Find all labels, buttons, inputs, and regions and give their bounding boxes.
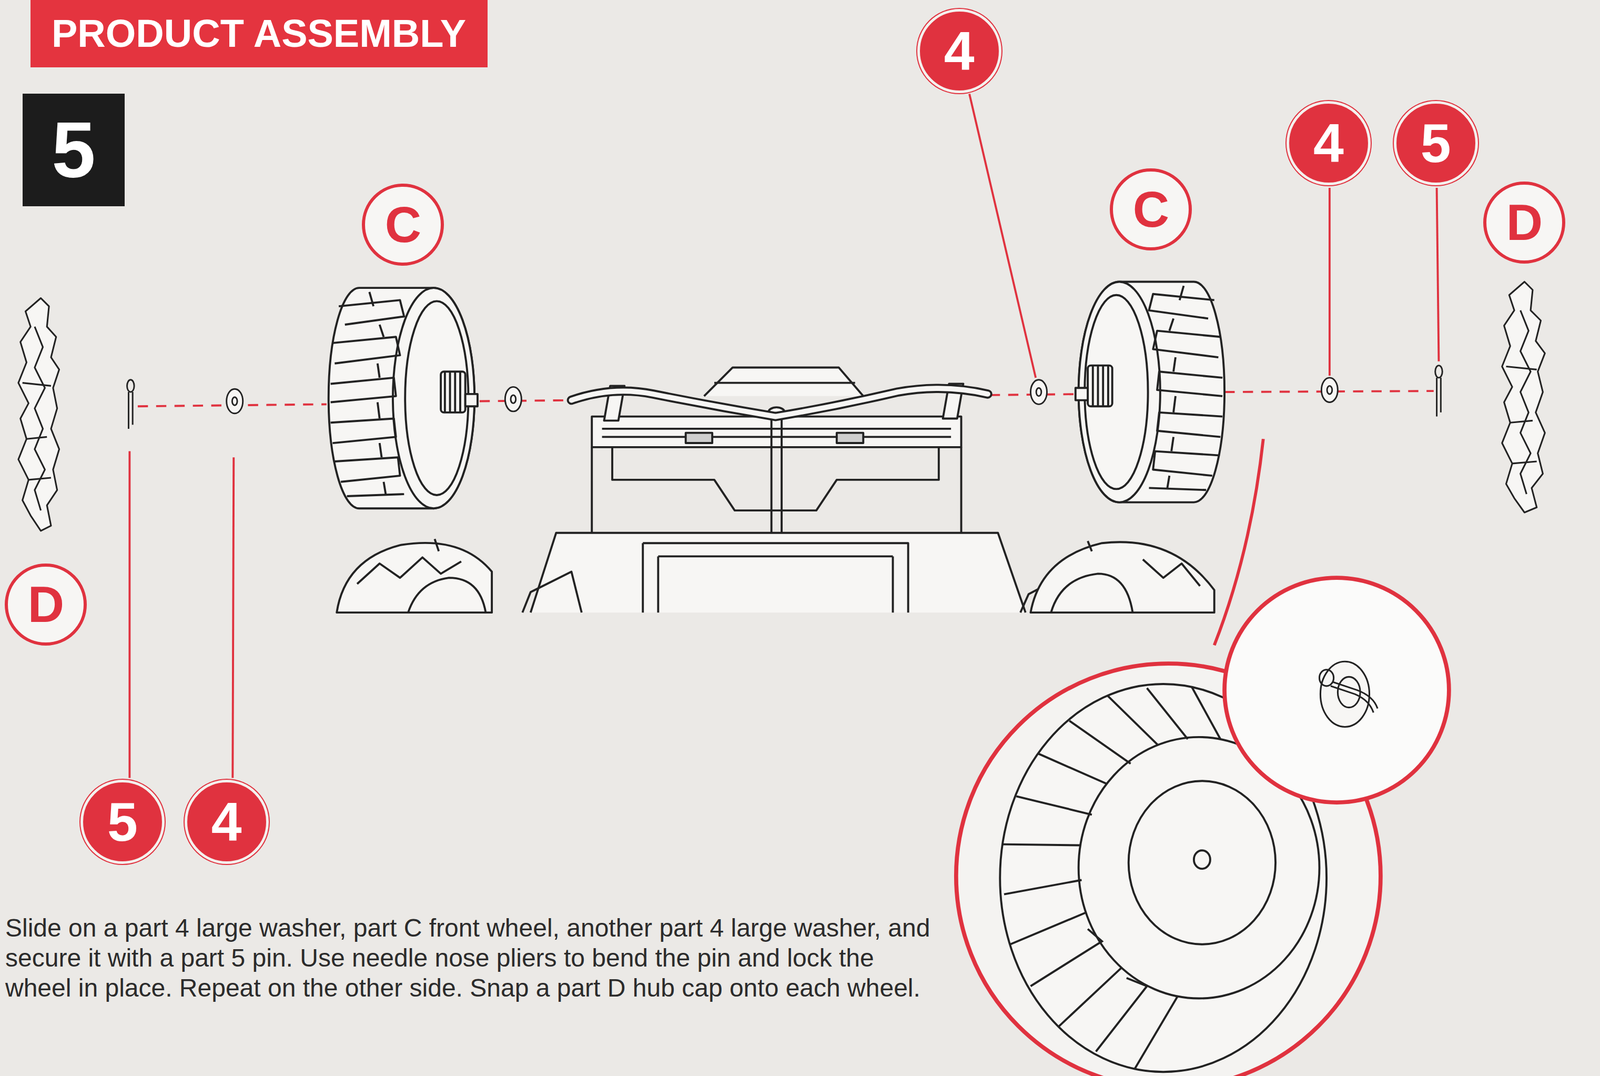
large-washer [1327,385,1333,394]
instruction-text: Slide on a part 4 large washer, part C f… [5,912,931,1003]
front-wheel [392,287,475,509]
zoom-circle-small [1224,577,1450,803]
callout-number: 5 [1393,100,1478,186]
part-letter-callout: D [1483,181,1566,264]
car-frame [591,447,961,533]
hub-cap [18,298,60,531]
car-frame [642,542,908,613]
cotter-pin [128,391,133,429]
rear-wheel [336,538,1214,613]
hub-cap [22,382,52,480]
leader-line [969,94,1036,378]
callout-number: 4 [917,8,1002,94]
part-letter-callout: D [4,563,87,646]
rear-wheel [336,542,492,613]
hub-cap [1502,281,1545,513]
cotter-pin [1436,377,1442,417]
steering-bar [571,388,988,417]
axle-guide-line [479,400,577,402]
large-washer [1036,387,1042,397]
car-frame [522,367,1082,613]
section-title: PRODUCT ASSEMBLY [51,14,467,54]
large-washer [1030,379,1047,405]
callout-text: C [1132,184,1170,235]
front-wheel [440,371,466,413]
cotter-pin [127,379,135,392]
cotter-pin [1435,365,1443,378]
callout-text: 5 [1420,115,1452,171]
pin-detail [1319,669,1334,686]
front-wheel [465,393,478,407]
car-frame [522,571,1082,613]
car-frame [685,432,713,443]
leader-line [1328,187,1331,376]
large-washer [504,386,522,412]
step-number: 5 [51,110,96,190]
pin-detail [1320,661,1370,727]
wheel-detail [1193,849,1211,869]
hub-cap [18,298,60,531]
steering-bar [571,388,988,417]
pin-detail [1319,661,1378,727]
car-frame [602,428,951,438]
part-letter-callout: C [361,183,444,266]
pin-detail [1330,681,1378,713]
front-wheel [1075,281,1225,503]
rear-wheel [1050,540,1200,613]
hub-cap [1502,281,1545,513]
rear-wheel [357,538,486,613]
callout-text: D [27,579,65,630]
hub-cap [1506,366,1537,464]
cotter-pin [127,365,1443,429]
leader-line [128,451,131,778]
large-washer [1321,377,1338,403]
callout-number: 4 [184,779,269,864]
car-frame [771,408,782,533]
callout-text: 5 [107,794,138,849]
car-frame [530,532,1026,613]
large-washer [231,397,238,406]
front-wheel [330,299,405,496]
callout-text: C [385,199,422,250]
callout-text: 4 [1313,115,1344,171]
front-wheel [328,287,478,509]
callout-text: 4 [211,794,242,849]
title-band: PRODUCT ASSEMBLY [30,0,488,68]
callout-text: 4 [944,23,975,79]
step-number-box: 5 [22,93,125,207]
leader-line [232,457,234,778]
hub-cap [1520,310,1531,494]
front-wheel [328,287,475,509]
front-wheel [444,371,461,413]
steering-bar [571,388,988,417]
hub-cap [34,326,45,511]
callout-number: 5 [80,779,165,864]
front-wheel [369,291,386,494]
large-washer [226,388,243,414]
callout-text: D [1506,197,1543,248]
rear-wheel [1030,541,1214,613]
car-frame [714,381,856,384]
wheel-detail [1128,780,1276,944]
front-wheel [404,300,469,495]
car-frame [704,367,864,396]
car-frame [591,416,961,448]
callout-number: 4 [1286,100,1371,186]
large-washer [510,395,516,404]
wheel-detail [1004,687,1188,1052]
car-frame [836,432,864,443]
wheel-detail [1001,686,1277,1069]
leader-line [1436,187,1440,362]
part-letter-callout: C [1109,168,1192,251]
